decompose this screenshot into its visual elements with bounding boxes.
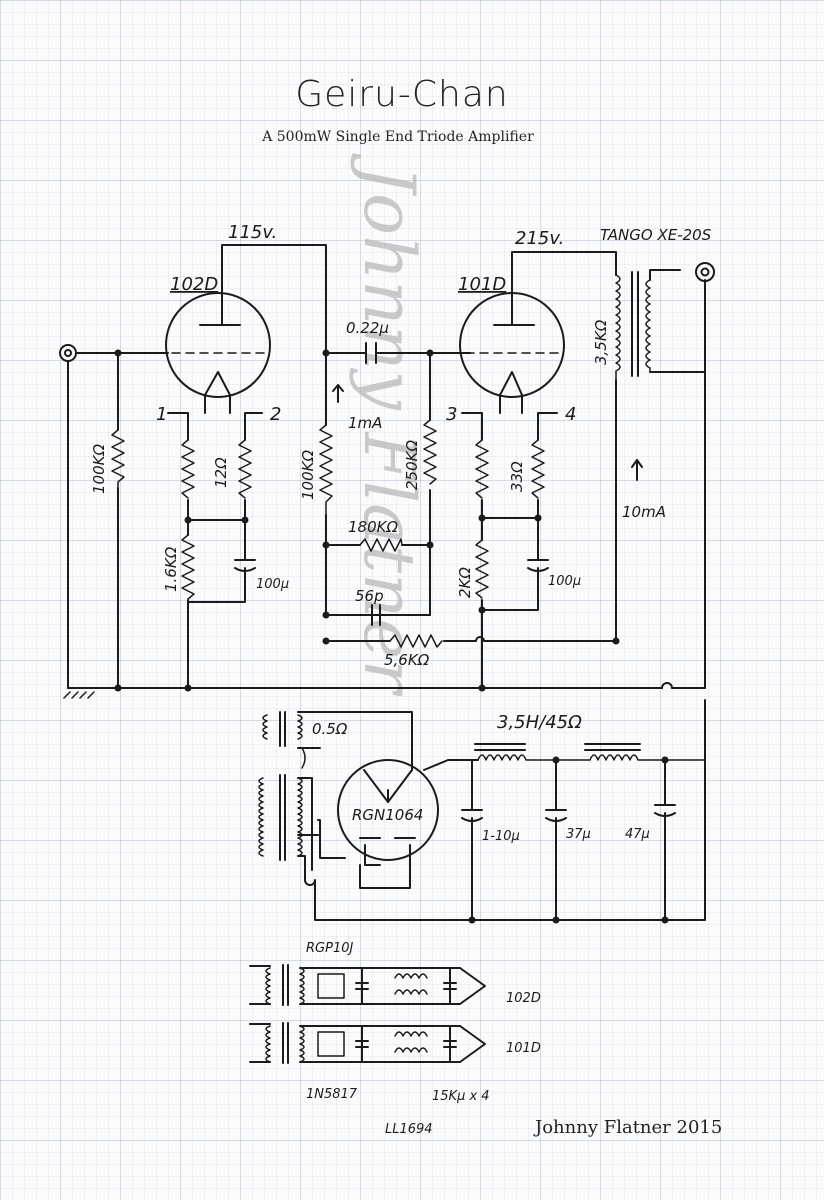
label-r-rect: 0.5Ω [312, 720, 348, 738]
power-supply [258, 699, 706, 924]
resistor-filament-2b [531, 439, 545, 499]
page-subtitle: A 500mW Single End Triode Amplifier [261, 129, 534, 145]
capacitor-cathode-1 [234, 559, 256, 581]
label-115v: 115v. [228, 222, 277, 243]
label-c-feedback: 56p [355, 587, 384, 605]
label-out2: 101D [506, 1041, 541, 1056]
component-labels: 115v. 215v. TANGO XE-20S 102D 101D 0.22µ… [90, 222, 712, 1137]
label-coupling-cap: 0.22µ [346, 319, 389, 337]
resistor-filament-2a [475, 439, 489, 499]
filament-supply-101d [249, 1022, 486, 1064]
label-current2: 10mA [622, 503, 666, 521]
tube-102d [165, 292, 271, 398]
resistor-cathode-1 [181, 534, 195, 600]
label-r-input: 100KΩ [90, 444, 108, 494]
rectifier-tube [337, 759, 439, 861]
label-c-cath1: 100µ [256, 577, 289, 592]
resistor-filament-1a [181, 439, 195, 499]
author-credit: Johnny Flatner 2015 [533, 1117, 722, 1138]
capacitor-feedback-56p [371, 604, 381, 626]
label-r-feedback-2: 5,6KΩ [384, 651, 430, 669]
junction-dots [114, 349, 620, 692]
label-choke: 3,5H/45Ω [497, 712, 582, 733]
label-pin1: 1 [156, 404, 167, 425]
tube-101d [459, 292, 565, 398]
resistor-grid-2 [423, 419, 437, 485]
page-title: Geiru-Chan [295, 74, 508, 115]
label-cap-fil: 15Kµ x 4 [432, 1089, 490, 1104]
label-c-psu3: 47µ [625, 827, 650, 842]
label-c-cath2: 100µ [548, 574, 581, 589]
output-jack [695, 262, 715, 282]
resistors [111, 419, 545, 648]
label-diode: 1N5817 [306, 1087, 358, 1102]
label-c-psu1: 1-10µ [482, 829, 520, 844]
label-pin3: 3 [446, 404, 457, 425]
output-transformer [615, 262, 715, 381]
label-pin2: 2 [270, 404, 281, 425]
capacitors [234, 342, 549, 626]
capacitor-coupling [365, 342, 377, 364]
resistor-plate-1 [319, 424, 333, 516]
label-r-cath1: 1.6KΩ [162, 546, 180, 592]
current-arrow-2 [631, 459, 643, 481]
label-out1: 102D [506, 991, 541, 1006]
label-r-fil2: 33Ω [508, 461, 526, 492]
label-pin4: 4 [565, 404, 576, 425]
filament-supply-102d [249, 964, 486, 1006]
label-r-plate1: 100KΩ [299, 450, 317, 500]
label-choke-fil: LL1694 [385, 1122, 433, 1137]
label-215v: 215v. [515, 228, 564, 249]
input-jack [59, 344, 77, 362]
current-arrow-1 [332, 384, 344, 403]
label-c-psu2: 37µ [566, 827, 591, 842]
label-r-cath2: 2KΩ [456, 567, 474, 598]
resistor-input [111, 429, 125, 489]
label-current1: 1mA [348, 414, 382, 432]
label-r-feedback: 180KΩ [348, 518, 398, 536]
label-tube2: 101D [458, 274, 506, 295]
watermark-text: Johnny Flatner [348, 153, 430, 697]
resistor-cathode-2 [475, 539, 489, 599]
label-rectifier: RGN1064 [352, 806, 423, 824]
resistor-feedback-5k6 [389, 634, 443, 648]
label-r-fil1: 12Ω [212, 457, 230, 488]
label-primary: 3,5KΩ [592, 319, 610, 365]
resistor-feedback-180k [359, 538, 403, 552]
label-r-grid2: 250KΩ [403, 440, 421, 490]
capacitor-cathode-2 [527, 559, 549, 581]
label-tube1: 102D [170, 274, 218, 295]
label-rect-fil: RGP10J [306, 941, 353, 956]
resistor-filament-1b [238, 439, 252, 499]
label-transformer: TANGO XE-20S [600, 226, 712, 244]
